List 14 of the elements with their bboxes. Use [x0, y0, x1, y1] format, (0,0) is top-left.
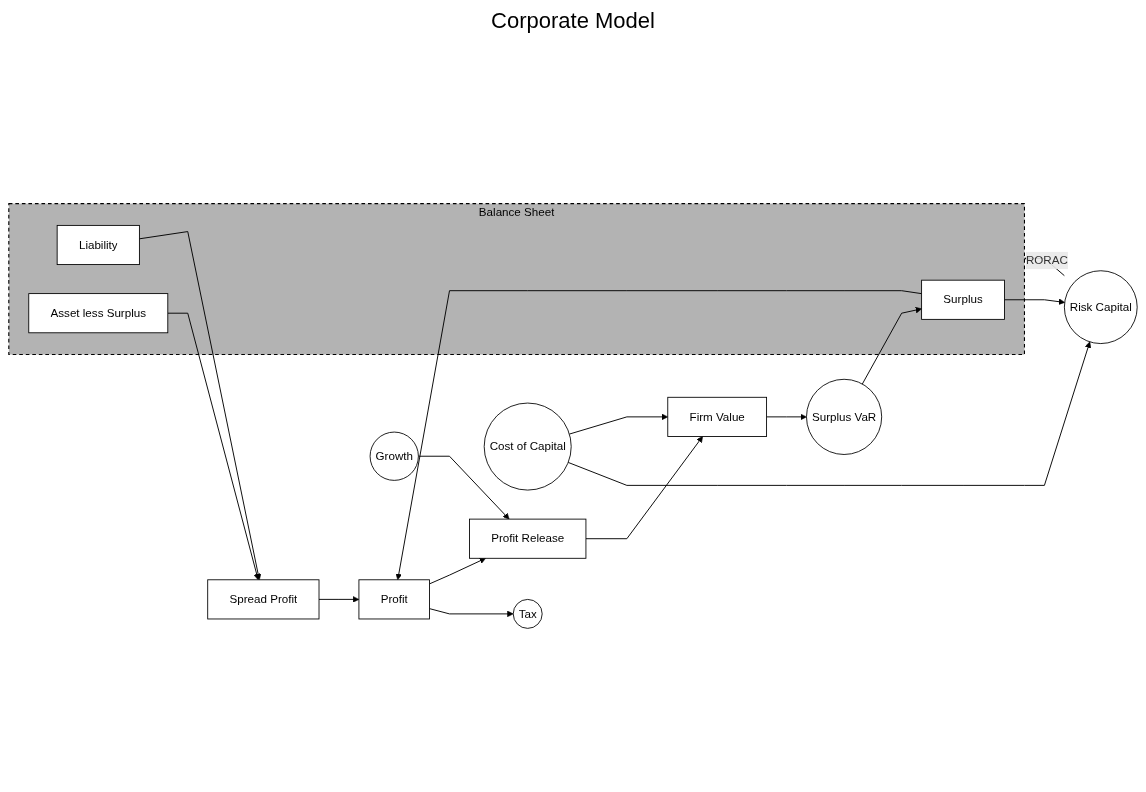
node-circle: Risk Capital: [1063, 270, 1138, 344]
node-box: Firm Value: [667, 396, 767, 437]
node-box: Liability: [56, 224, 140, 265]
node-box: Spread Profit: [207, 579, 320, 620]
diagram-title: Corporate Model: [491, 8, 655, 34]
node-circle: Cost of Capital: [483, 402, 572, 491]
node-box: Surplus: [921, 279, 1005, 320]
node-circle: Tax: [512, 599, 543, 629]
node-circle: Growth: [369, 431, 419, 481]
edge-label: RORAC: [1025, 253, 1068, 267]
node-box: Profit: [358, 579, 430, 620]
node-circle: Surplus VaR: [806, 378, 883, 455]
node-box: Asset less Surplus: [28, 293, 169, 334]
node-box: Profit Release: [469, 518, 587, 559]
